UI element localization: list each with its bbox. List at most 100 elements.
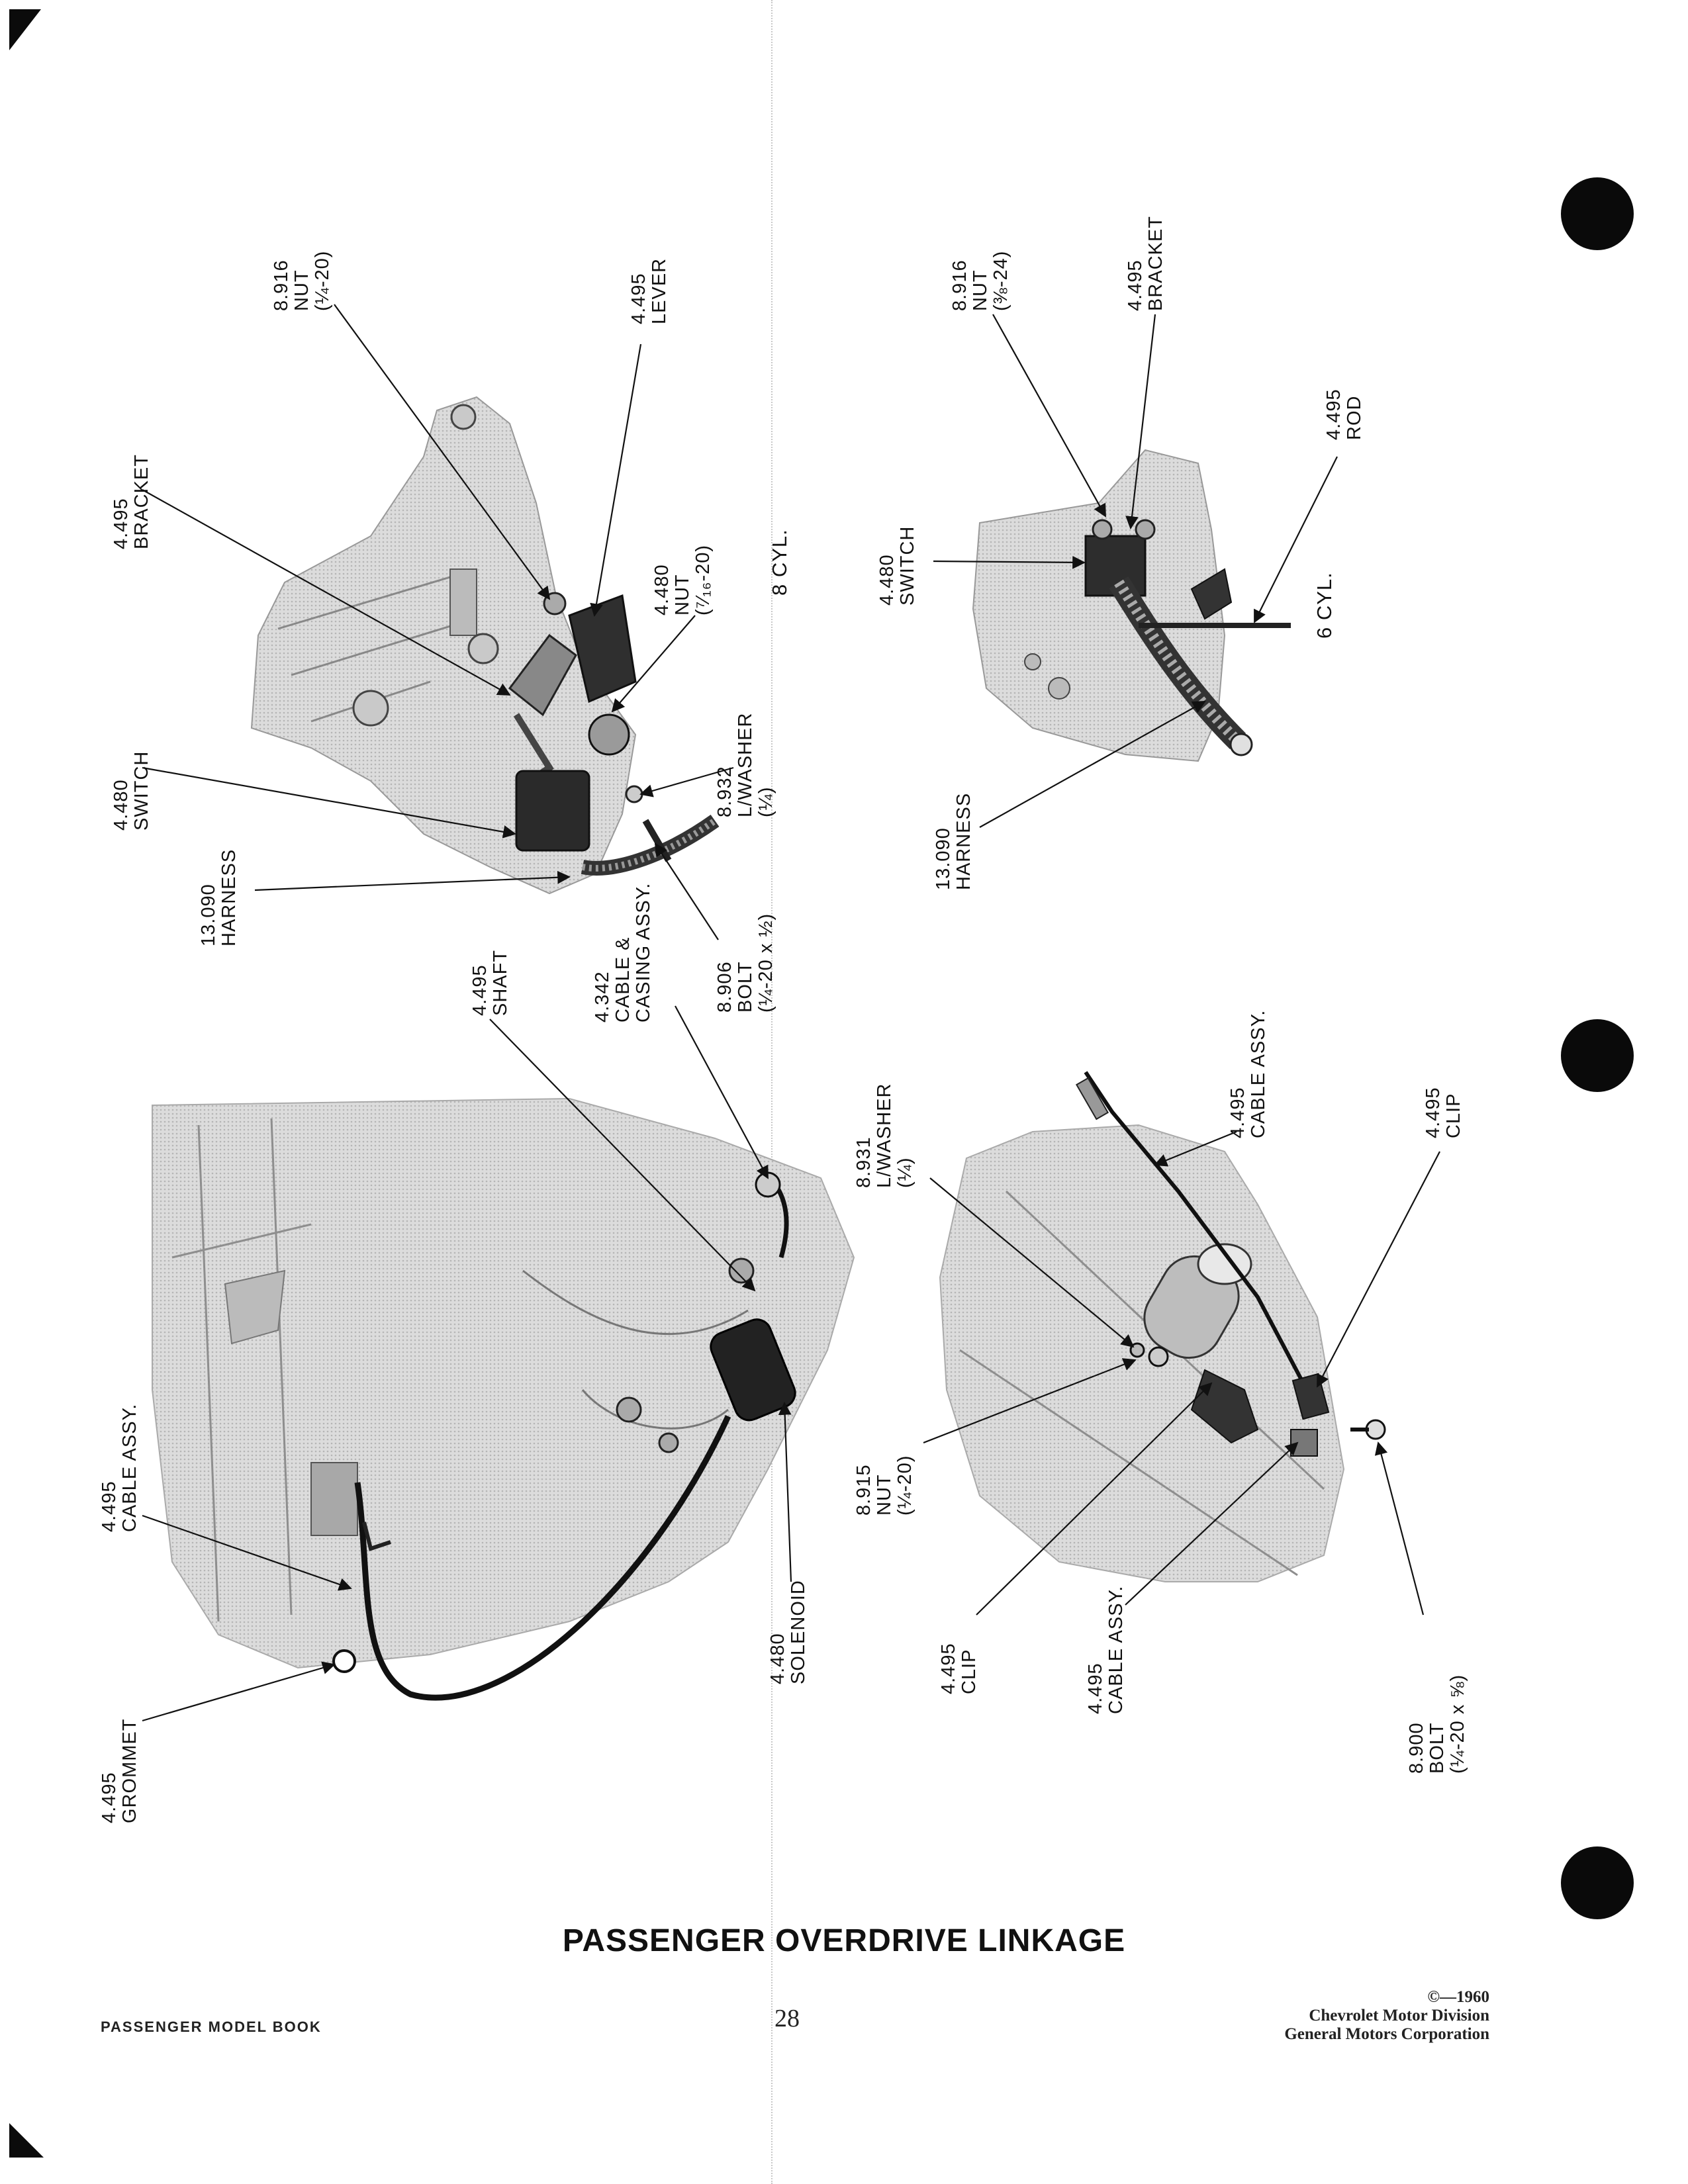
leader-v6-bracket xyxy=(1125,314,1156,529)
part-spec: (¼-20 x ⅝) xyxy=(1447,1674,1468,1774)
label-v8-lever: 4.495 LEVER xyxy=(628,258,670,324)
label-v8-harness: 13.090 HARNESS xyxy=(198,849,240,946)
view-label-8-cyl: 8 CYL. xyxy=(768,529,791,596)
punch-hole xyxy=(1561,177,1634,250)
part-number: 4.495 xyxy=(1423,1087,1444,1138)
label-v8-bolt: 8.906 BOLT (¼-20 x ½) xyxy=(714,913,776,1013)
part-name: L/WASHER xyxy=(874,1083,895,1188)
corner-registration-mark xyxy=(9,2123,44,2158)
leader-od-cable-assy xyxy=(142,1514,352,1591)
part-number: 4.480 xyxy=(876,554,898,606)
leader-sol-cable-assy2 xyxy=(1125,1441,1299,1606)
six-cyl-view xyxy=(972,449,1291,762)
part-name: ROD xyxy=(1344,395,1365,440)
publisher-division: Chevrolet Motor Division xyxy=(1309,2007,1489,2025)
part-name: CABLE ASSY. xyxy=(1105,1585,1127,1714)
leader-sol-cable-assy xyxy=(1154,1130,1237,1167)
part-number: 8.916 xyxy=(271,259,292,311)
page-fold-line xyxy=(771,0,773,2184)
part-spec: (¼-20) xyxy=(894,1455,915,1516)
label-v6-rod: 4.495 ROD xyxy=(1323,388,1365,440)
part-number: 8.932 xyxy=(714,766,735,817)
leader-od-grommet xyxy=(142,1661,336,1722)
part-name: CLIP xyxy=(1443,1093,1464,1138)
label-v8-lwasher: 8.932 L/WASHER (¼) xyxy=(714,712,776,817)
part-number: 13.090 xyxy=(198,884,219,946)
part-name: SWITCH xyxy=(131,751,152,831)
part-number: 4.342 xyxy=(592,971,613,1023)
solenoid-detail-view xyxy=(939,1071,1386,1582)
part-name: L/WASHER xyxy=(735,712,756,817)
part-number: 4.495 xyxy=(469,964,491,1016)
leader-v6-switch xyxy=(933,555,1086,569)
leader-v8-bolt xyxy=(654,842,719,940)
part-name: NUT xyxy=(970,269,991,311)
label-sol-bolt: 8.900 BOLT (¼-20 x ⅝) xyxy=(1406,1674,1468,1774)
publisher-corporation: General Motors Corporation xyxy=(1284,2025,1489,2043)
part-number: 8.931 xyxy=(853,1136,874,1188)
leader-sol-clip2 xyxy=(976,1382,1213,1615)
part-name: HARNESS xyxy=(953,792,974,890)
part-number: 8.906 xyxy=(714,961,735,1013)
label-v6-bracket: 4.495 BRACKET xyxy=(1125,216,1166,311)
leader-od-shaft xyxy=(489,1019,756,1292)
part-spec: (¼-20 x ½) xyxy=(755,913,776,1013)
leader-od-solenoid xyxy=(778,1402,792,1582)
leader-v6-nut xyxy=(992,314,1106,518)
part-spec: (⅜-24) xyxy=(990,250,1011,311)
part-number: 4.495 xyxy=(1085,1662,1106,1714)
label-v8-switch: 4.480 SWITCH xyxy=(111,751,152,831)
label-od-solenoid: 4.480 SOLENOID xyxy=(767,1580,809,1684)
view-label-6-cyl: 6 CYL. xyxy=(1313,572,1336,639)
part-number: 4.480 xyxy=(111,779,132,831)
label-sol-lwasher: 8.931 L/WASHER (¼) xyxy=(853,1083,915,1189)
label-v6-harness: 13.090 HARNESS xyxy=(933,793,974,890)
page-title: PASSENGER OVERDRIVE LINKAGE xyxy=(562,1923,1126,1958)
leader-sol-nut xyxy=(923,1358,1137,1444)
label-v8-nut2: 4.480 NUT (⁷⁄₁₆-20) xyxy=(651,545,714,615)
part-number: 8.900 xyxy=(1406,1722,1427,1774)
leader-v8-bracket xyxy=(142,489,511,696)
part-name: SOLENOID xyxy=(788,1580,809,1684)
leader-v8-lever xyxy=(590,343,642,617)
leader-v8-nut xyxy=(334,304,551,600)
part-name: NUT xyxy=(291,269,312,311)
part-number: 4.495 xyxy=(628,273,649,324)
punch-hole xyxy=(1561,1019,1634,1092)
part-name: CABLE & xyxy=(612,936,633,1023)
part-name: BRACKET xyxy=(1145,216,1166,311)
label-od-cable-assy: 4.495 CABLE ASSY. xyxy=(99,1404,140,1532)
leader-v8-lwasher xyxy=(639,766,734,797)
label-sol-clip2: 4.495 CLIP xyxy=(938,1643,980,1694)
part-name: NUT xyxy=(672,574,693,615)
label-od-grommet: 4.495 GROMMET xyxy=(99,1719,140,1823)
label-v6-nut: 8.916 NUT (⅜-24) xyxy=(949,250,1011,311)
leader-od-cable-casing xyxy=(675,1005,769,1179)
part-number: 4.495 xyxy=(99,1480,120,1532)
part-number: 8.916 xyxy=(949,259,970,311)
part-name: SWITCH xyxy=(897,525,918,606)
part-name: GROMMET xyxy=(119,1718,140,1823)
part-spec: (¼) xyxy=(894,1157,915,1189)
part-number: 13.090 xyxy=(933,827,954,890)
label-sol-cable-assy: 4.495 CABLE ASSY. xyxy=(1227,1010,1269,1138)
eight-cyl-view xyxy=(250,396,720,895)
part-name: BOLT xyxy=(735,961,756,1013)
page-number: 28 xyxy=(774,2005,800,2032)
part-name: CLIP xyxy=(959,1649,980,1694)
part-number: 4.480 xyxy=(651,564,673,615)
leader-sol-clip xyxy=(1317,1151,1440,1388)
copyright: ©—1960 xyxy=(1427,1988,1489,2006)
leader-v6-harness xyxy=(979,701,1206,828)
overdrive-cable-view xyxy=(152,1097,855,1701)
label-od-cable-casing: 4.342 CABLE & CASING ASSY. xyxy=(592,883,654,1023)
leader-v8-switch xyxy=(142,766,516,839)
leader-sol-lwasher xyxy=(929,1177,1135,1348)
part-number: 4.480 xyxy=(767,1633,788,1684)
part-number: 4.495 xyxy=(111,498,132,549)
label-sol-nut: 8.915 NUT (¼-20) xyxy=(853,1455,915,1516)
publisher-block: ©—1960 Chevrolet Motor Division General … xyxy=(1284,1988,1489,2044)
part-name: NUT xyxy=(874,1474,895,1516)
leader-v6-rod xyxy=(1254,456,1338,623)
part-name: CABLE ASSY. xyxy=(119,1403,140,1532)
